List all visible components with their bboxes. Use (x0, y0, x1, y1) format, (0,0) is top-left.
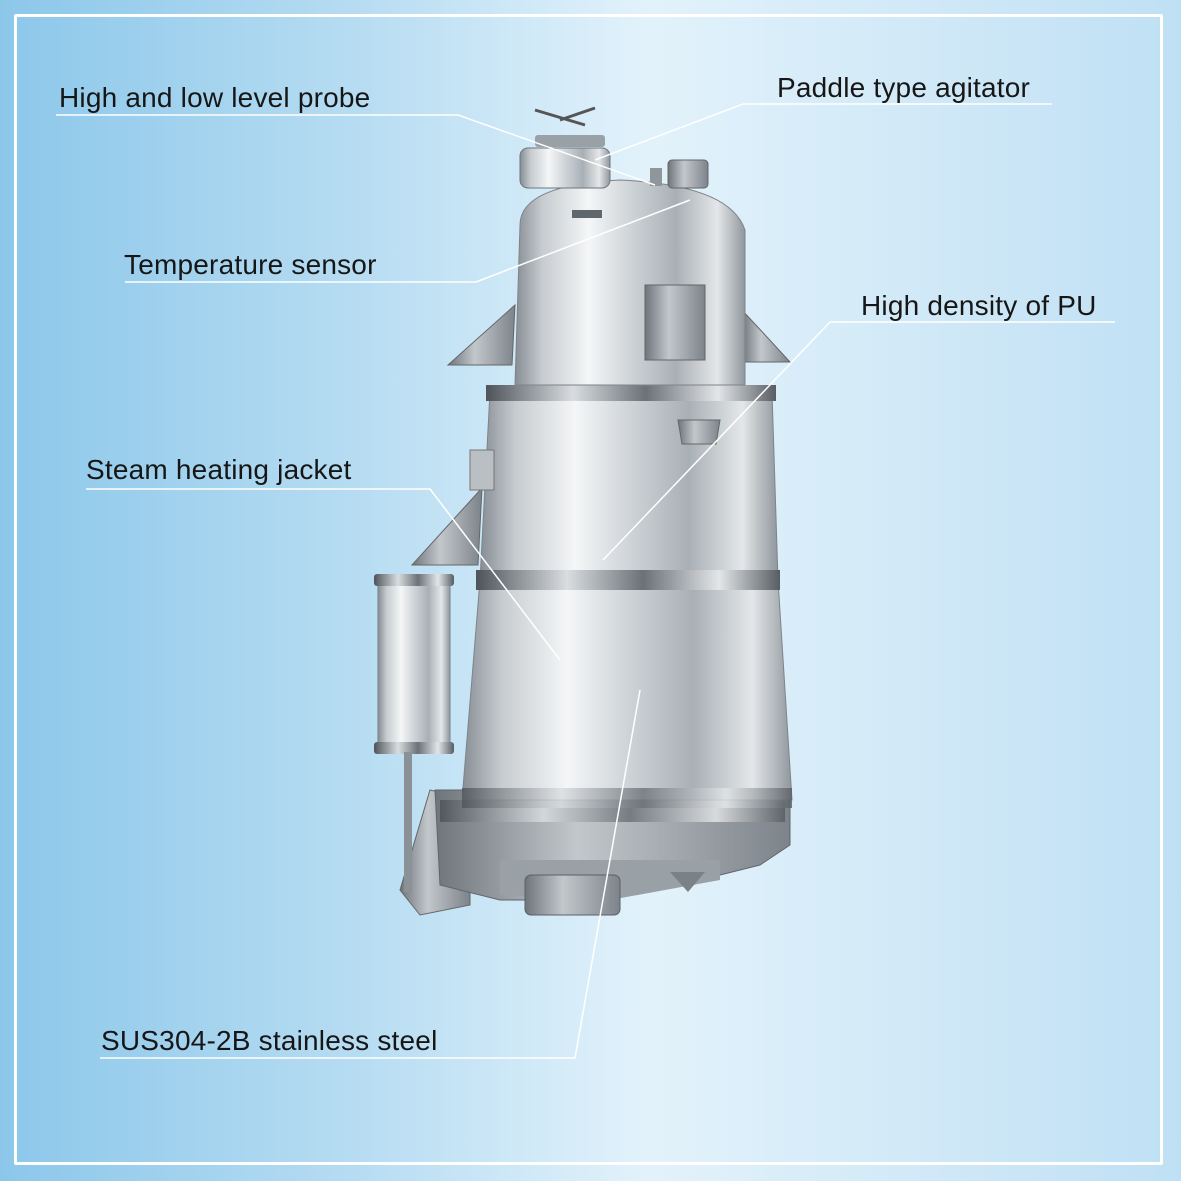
label-heating-jacket: Steam heating jacket (86, 454, 352, 485)
upper-body (514, 179, 746, 386)
label-stainless-steel: SUS304-2B stainless steel (101, 1025, 438, 1056)
base-frame (399, 789, 791, 916)
label-temperature-sensor: Temperature sensor (124, 249, 377, 280)
leader-pu-density (602, 321, 1115, 561)
image-frame (14, 14, 1163, 1165)
label-level-probe: High and low level probe (59, 82, 371, 113)
leader-level-probe (56, 114, 656, 186)
label-pu-density: High density of PU (861, 290, 1097, 321)
leader-temperature-sensor (125, 199, 691, 283)
leader-lines (56, 103, 1115, 1059)
middle-jacket (479, 391, 779, 581)
leader-stainless-steel (100, 689, 641, 1059)
top-nozzles (519, 106, 709, 189)
side-cylinder (374, 574, 454, 892)
support-brackets (410, 303, 792, 566)
leader-heating-jacket (86, 488, 561, 661)
label-agitator: Paddle type agitator (777, 72, 1031, 103)
leader-agitator (594, 103, 1052, 161)
